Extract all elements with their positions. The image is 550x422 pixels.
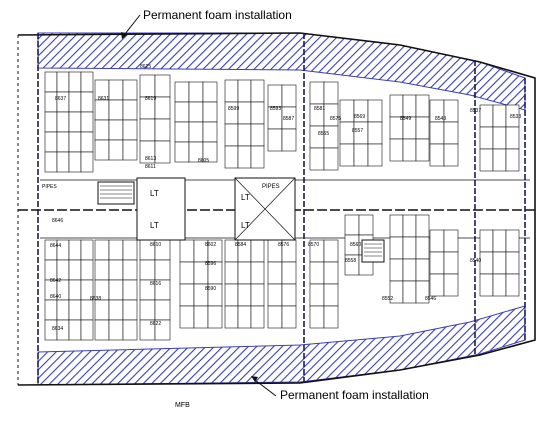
cabin: [281, 305, 297, 329]
lt-label: LT: [241, 221, 250, 230]
cabin: [323, 305, 339, 329]
cabin: [250, 145, 265, 169]
cabin-number: 8616: [150, 281, 161, 287]
cabin-number: 8590: [205, 286, 216, 292]
cabin-number: 8640: [50, 294, 61, 300]
cabin-number: 8570: [308, 242, 319, 248]
cabin: [250, 305, 265, 329]
cabin-labels: 8625 8637 8631 8619 8613 8611 8605 8599 85938587…: [50, 64, 521, 332]
cabin: [415, 138, 430, 162]
deck-label: MFB: [175, 402, 190, 409]
cabin-number: 8555: [318, 131, 329, 137]
cabin-number: 8605: [198, 158, 209, 164]
cabin-number: 8587: [283, 116, 294, 122]
cabin-number: 8569: [354, 114, 365, 120]
cabin-number: 8543: [435, 116, 446, 122]
cabin: [202, 141, 218, 163]
cabin-number: 8537: [470, 108, 481, 114]
lt-label: LT: [150, 189, 159, 198]
cabin-number: 8540: [470, 258, 481, 264]
hull-outline: [17, 32, 536, 386]
fire-bulkheads: [37, 33, 526, 385]
cabin-number: 8625: [140, 64, 151, 70]
cabin-number: 8560: [350, 242, 361, 248]
cabin: [80, 151, 94, 173]
cabin-number: 8646: [52, 218, 63, 224]
central-core: [97, 177, 385, 263]
cabin: [122, 139, 138, 161]
cabin-number: 8638: [90, 296, 101, 302]
cabin-number: 8576: [278, 242, 289, 248]
cabin: [154, 140, 171, 164]
cabin-blocks: [44, 71, 520, 341]
cabin: [80, 319, 94, 341]
cabin-number: 8596: [205, 261, 216, 267]
cabin-number: 8575: [330, 116, 341, 122]
cabin: [122, 319, 138, 341]
cabin: [367, 143, 383, 167]
cabin-number: 8619: [145, 96, 156, 102]
cabin-number: 8622: [150, 321, 161, 327]
core-labels: LT LT LT LT PIPES PIPES: [42, 184, 280, 230]
cabin-number: 8611: [145, 164, 156, 170]
cabin-number: 8558: [345, 258, 356, 264]
lt-label: LT: [150, 221, 159, 230]
cabin-number: 8644: [50, 243, 61, 249]
cabin-number: 8581: [314, 106, 325, 112]
cabin: [207, 305, 223, 329]
cabin: [505, 148, 520, 172]
cabin: [415, 280, 430, 304]
cabin-number: 8549: [400, 116, 411, 122]
cabin-number: 8642: [50, 278, 61, 284]
pipes-label: PIPES: [42, 184, 57, 190]
cabin-number: 8637: [55, 96, 66, 102]
cabin-number: 8533: [510, 114, 521, 120]
cabin-number: 8599: [228, 106, 239, 112]
cabin-number: 8593: [270, 106, 281, 112]
cabin-number: 8634: [52, 326, 63, 332]
cabin-number: 8613: [145, 156, 156, 162]
cabin-number: 8557: [352, 128, 363, 134]
cabin-number: 8631: [98, 96, 109, 102]
pipes-label: PIPES: [262, 184, 280, 190]
lt-label: LT: [241, 193, 250, 202]
cabin-number: 8602: [205, 242, 216, 248]
cabin: [505, 273, 520, 297]
cabin-number: 8552: [382, 296, 393, 302]
cabin: [443, 273, 459, 297]
annotation-bottom: Permanent foam installation: [280, 388, 429, 402]
cabin: [323, 147, 339, 171]
cabin-number: 8610: [150, 242, 161, 248]
cabin: [154, 319, 171, 341]
annotation-top: Permanent foam installation: [143, 8, 292, 22]
cabin-number: 8584: [235, 242, 246, 248]
cabin: [281, 128, 297, 152]
cabin: [443, 143, 459, 167]
cabin-number: 8546: [425, 296, 436, 302]
